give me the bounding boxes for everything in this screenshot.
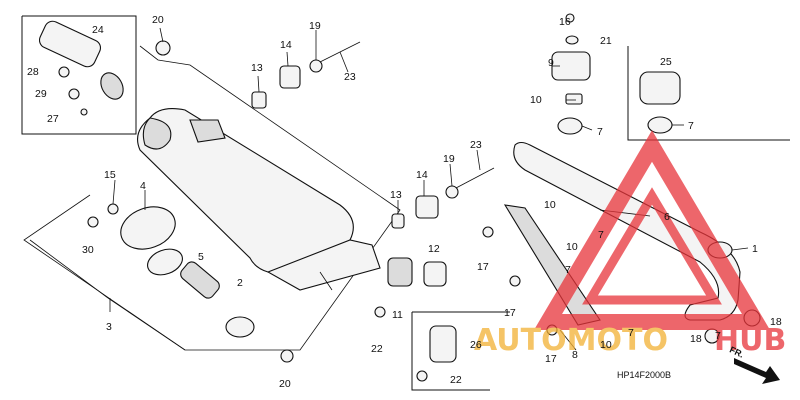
callout-19-top: 19: [309, 20, 321, 32]
callout-23-top: 23: [344, 71, 356, 83]
callout-1: 1: [752, 243, 758, 255]
watermark-triangle-outer: [533, 130, 771, 330]
callout-10-top: 10: [530, 94, 542, 106]
callout-23-mid: 23: [470, 139, 482, 151]
callout-28: 28: [27, 66, 39, 78]
callout-21: 21: [600, 35, 612, 47]
callout-7-top: 7: [597, 126, 603, 138]
callout-18-right: 18: [770, 316, 782, 328]
callout-29: 29: [35, 88, 47, 100]
callout-7-mid: 7: [598, 229, 604, 241]
callout-4: 4: [140, 180, 146, 192]
callout-11: 11: [392, 309, 403, 321]
callout-7-right: 7: [715, 330, 721, 342]
watermark-brand-left: AUTOMOTO: [474, 323, 668, 358]
callout-10-mid2: 10: [566, 241, 578, 253]
inset-box-top-right: [627, 46, 790, 141]
callout-2: 2: [237, 277, 243, 289]
callout-20-top: 20: [152, 14, 164, 26]
callout-13-top: 13: [251, 62, 263, 74]
callout-27: 27: [47, 113, 59, 125]
leader-lines: [29, 27, 749, 351]
callout-7-mid2: 7: [565, 264, 571, 276]
inset-box-top-left: [21, 15, 137, 135]
callout-30: 30: [82, 244, 94, 256]
callout-6: 6: [664, 211, 670, 223]
callout-12: 12: [428, 243, 440, 255]
callout-8: 8: [572, 349, 578, 361]
callout-14-top: 14: [280, 39, 292, 51]
diagram-code: HP14F2000B: [617, 370, 671, 380]
callout-17-a: 17: [477, 261, 489, 273]
mounting-hardware: [155, 40, 495, 382]
callout-26: 26: [470, 339, 482, 351]
callout-7-bottom: 7: [628, 327, 634, 339]
callout-15: 15: [104, 169, 116, 181]
muffler-assembly-outline: [23, 45, 401, 351]
watermark-triangle-inner: [582, 187, 722, 305]
end-cap-parts: [87, 203, 255, 338]
callout-labels: 24 28 29 27 20 13 14 19 23 15 4 30 5 2 3…: [27, 14, 782, 390]
callout-20-bottom: 20: [279, 378, 291, 390]
callout-10-bottom: 10: [600, 339, 612, 351]
spark-arrester-parts: [38, 20, 124, 116]
callout-3: 3: [106, 321, 112, 333]
callout-16: 16: [559, 16, 571, 28]
callout-22-mid: 22: [371, 343, 383, 355]
callout-24: 24: [92, 24, 104, 36]
muffler-body: [137, 108, 381, 291]
callout-17-b: 17: [504, 307, 516, 319]
callout-25: 25: [660, 56, 672, 68]
watermark-logo: AUTOMOTO HUB: [474, 130, 786, 358]
callout-5: 5: [198, 251, 204, 263]
callout-10-mid: 10: [544, 199, 556, 211]
callout-17-c: 17: [545, 353, 557, 365]
callout-7-inset: 7: [688, 120, 694, 132]
callout-14-mid: 14: [416, 169, 428, 181]
callout-18-left: 18: [690, 333, 702, 345]
callout-13-mid: 13: [390, 189, 402, 201]
callout-19-mid: 19: [443, 153, 455, 165]
callout-22-bottom: 22: [450, 374, 462, 386]
watermark-brand-right: HUB: [714, 323, 786, 358]
callout-9: 9: [548, 57, 554, 69]
inset-box-bottom: [411, 311, 510, 391]
